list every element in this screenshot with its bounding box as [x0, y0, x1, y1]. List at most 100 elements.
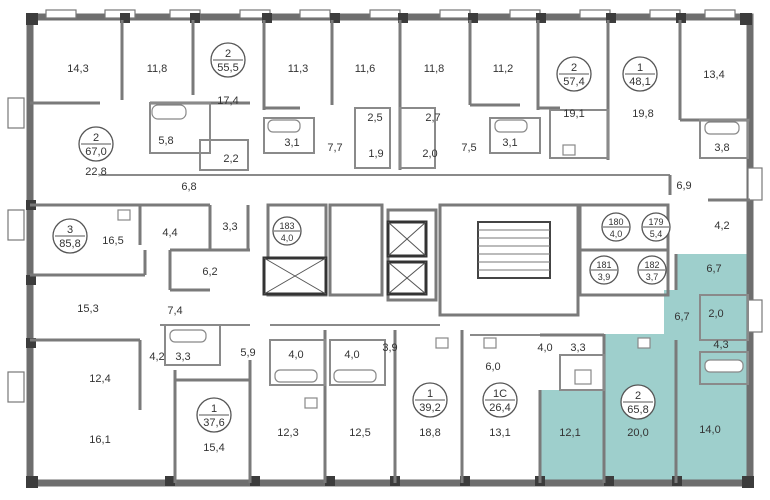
room-area-label: 4,0: [537, 342, 552, 354]
apartment-badge[interactable]: 2 67,0: [78, 126, 114, 162]
apartment-badge[interactable]: 3 85,8: [52, 218, 88, 254]
bathroom-fixtures: [117, 104, 744, 409]
storage-badge[interactable]: 179 5,4: [641, 212, 671, 242]
apartment-badge[interactable]: 1 48,1: [622, 56, 658, 92]
room-area-label: 4,3: [713, 339, 728, 351]
room-area-label: 14,0: [699, 424, 720, 436]
apartment-badge[interactable]: 1С 26,4: [482, 382, 518, 418]
room-area-label: 5,8: [158, 135, 173, 147]
storage-number: 179: [648, 217, 663, 227]
room-area-label: 4,0: [288, 349, 303, 361]
apartment-badge[interactable]: 2 57,4: [556, 56, 592, 92]
storage-number: 180: [608, 217, 623, 227]
room-area-label: 4,2: [149, 351, 164, 363]
apartment-area: 85,8: [59, 238, 80, 250]
room-area-label: 2,0: [422, 148, 437, 160]
room-area-label: 7,7: [327, 142, 342, 154]
room-area-label: 11,2: [493, 63, 514, 75]
room-area-label: 7,4: [167, 305, 182, 317]
room-area-label: 3,3: [175, 351, 190, 363]
room-area-label: 2,0: [708, 308, 723, 320]
storage-badge[interactable]: 180 4,0: [601, 212, 631, 242]
room-area-labels: 14,3 11,8 17,4 11,3 11,6 11,8 11,2 19,1 …: [67, 63, 729, 454]
room-area-label: 2,7: [425, 112, 440, 124]
room-area-label: 11,8: [147, 63, 168, 75]
core-elements: [262, 220, 551, 296]
apartment-badge[interactable]: 1 37,6: [196, 397, 232, 433]
storage-area: 5,4: [650, 229, 663, 239]
apartment-rooms: 3: [67, 224, 73, 236]
room-area-label: 14,3: [67, 63, 88, 75]
room-area-label: 12,3: [277, 427, 298, 439]
room-area-label: 18,8: [419, 427, 440, 439]
storage-area: 4,0: [281, 233, 294, 243]
apartment-area: 67,0: [85, 146, 106, 158]
storage-badge[interactable]: 182 3,7: [637, 255, 667, 285]
room-area-label: 15,3: [77, 303, 98, 315]
storage-area: 3,7: [646, 272, 659, 282]
room-area-label: 12,4: [89, 373, 110, 385]
room-area-label: 19,1: [563, 108, 584, 120]
room-area-label: 12,5: [349, 427, 370, 439]
storage-number: 182: [644, 260, 659, 270]
storage-badge[interactable]: 181 3,9: [589, 255, 619, 285]
apartment-area: 48,1: [629, 76, 650, 88]
room-area-label: 11,3: [288, 63, 309, 75]
interior-walls: [30, 20, 750, 483]
apartment-rooms: 2: [93, 132, 99, 144]
apartment-area: 57,4: [563, 76, 584, 88]
apartment-badges: 2 55,5 2 57,4 1 48,1 2 67,0 3 85,8: [52, 42, 658, 433]
stairs: [477, 221, 551, 279]
room-area-label: 16,1: [89, 434, 110, 446]
room-area-label: 3,9: [382, 342, 397, 354]
room-area-label: 6,7: [706, 263, 721, 275]
room-area-label: 4,2: [714, 220, 729, 232]
storage-badges: 183 4,0 180 4,0 179 5,4 181 3,9 182 3,7: [272, 212, 671, 285]
room-area-label: 13,1: [489, 427, 510, 439]
room-area-label: 22,8: [85, 166, 106, 178]
apartment-rooms: 2: [571, 62, 577, 74]
room-area-label: 19,8: [632, 108, 653, 120]
room-area-label: 15,4: [203, 442, 224, 454]
apartment-area: 55,5: [217, 62, 238, 74]
room-area-label: 11,6: [355, 63, 376, 75]
room-area-label: 1,9: [368, 148, 383, 160]
room-area-label: 6,7: [674, 311, 689, 323]
room-area-label: 2,5: [367, 112, 382, 124]
room-area-label: 6,0: [485, 361, 500, 373]
apartment-badge[interactable]: 2 55,5: [210, 42, 246, 78]
room-area-label: 17,4: [217, 95, 238, 107]
apartment-rooms: 1: [427, 388, 433, 400]
room-area-label: 3,3: [570, 342, 585, 354]
room-area-label: 4,0: [344, 349, 359, 361]
room-area-label: 16,5: [102, 235, 123, 247]
room-area-label: 5,9: [240, 347, 255, 359]
room-area-label: 7,5: [461, 142, 476, 154]
apartment-rooms: 1: [211, 403, 217, 415]
storage-number: 183: [279, 221, 294, 231]
apartment-rooms: 1: [637, 62, 643, 74]
room-area-label: 6,2: [202, 266, 217, 278]
storage-area: 3,9: [598, 272, 611, 282]
room-area-label: 3,8: [714, 142, 729, 154]
highlighted-apartment[interactable]: [540, 254, 748, 484]
room-area-label: 3,3: [222, 221, 237, 233]
room-area-label: 13,4: [703, 69, 724, 81]
room-area-label: 12,1: [559, 427, 580, 439]
apartment-area: 39,2: [419, 402, 440, 414]
apartment-rooms: 2: [635, 390, 641, 402]
storage-badge[interactable]: 183 4,0: [272, 216, 302, 246]
apartment-rooms: 1С: [493, 388, 507, 400]
apartment-badge[interactable]: 1 39,2: [412, 382, 448, 418]
room-area-label: 20,0: [627, 427, 648, 439]
room-area-label: 11,8: [424, 63, 445, 75]
apartment-area: 37,6: [203, 417, 224, 429]
storage-number: 181: [596, 260, 611, 270]
apartment-rooms: 2: [225, 48, 231, 60]
room-area-label: 3,1: [284, 137, 299, 149]
apartment-badge[interactable]: 2 65,8: [620, 384, 656, 420]
storage-area: 4,0: [610, 229, 623, 239]
room-area-label: 6,8: [181, 181, 196, 193]
room-area-label: 2,2: [223, 153, 238, 165]
